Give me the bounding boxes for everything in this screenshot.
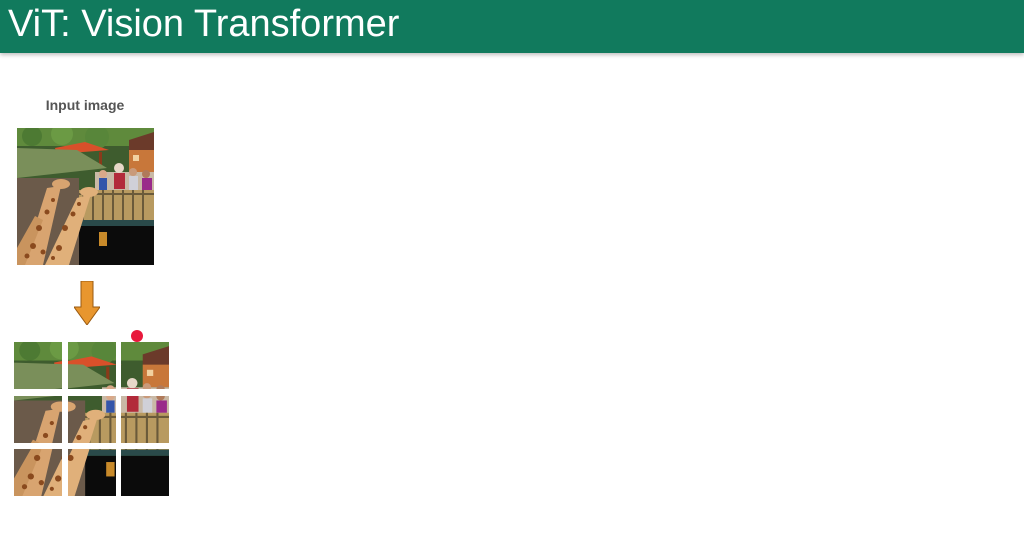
image-patch: [68, 342, 116, 389]
image-patch: [121, 396, 169, 443]
page-title: ViT: Vision Transformer: [8, 3, 400, 45]
image-patch: [68, 396, 116, 443]
image-patch: [121, 449, 169, 496]
down-arrow-icon: [74, 281, 100, 325]
image-patch: [14, 396, 62, 443]
image-patch-grid: [14, 342, 170, 497]
input-image-label: Input image: [45, 97, 125, 113]
image-patch: [121, 342, 169, 389]
image-patch: [68, 449, 116, 496]
position-marker-dot: [131, 330, 143, 342]
image-patch: [14, 342, 62, 389]
header-bar: ViT: Vision Transformer: [0, 0, 1024, 53]
input-image: [17, 128, 154, 265]
image-patch: [14, 449, 62, 496]
